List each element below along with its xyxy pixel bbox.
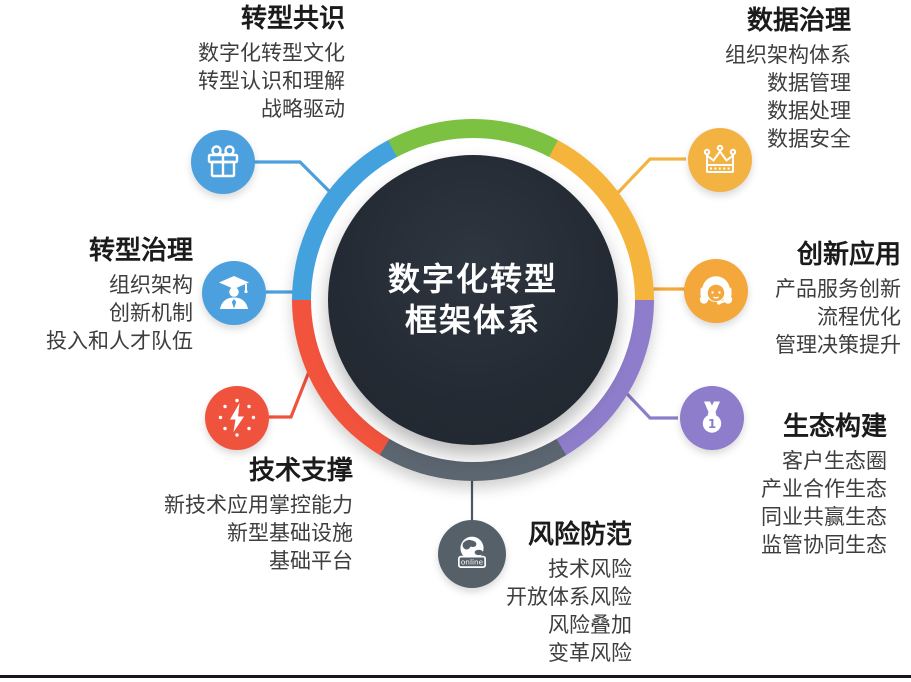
section-item: 转型认识和理解 [198, 69, 345, 93]
section-title: 技术支撑 [248, 456, 353, 486]
section-title: 转型治理 [88, 236, 193, 266]
section-ecosystem-building: 生态构建 客户生态圈 产业合作生态 同业共赢生态 监管协同生态 [761, 412, 887, 559]
section-technology-support: 技术支撑 新技术应用掌控能力 新型基础设施 基础平台 [164, 456, 353, 575]
spark-icon [218, 398, 256, 437]
medal-icon: 1 [702, 401, 722, 433]
section-transformation-consensus: 转型共识 数字化转型文化 转型认识和理解 战略驱动 [198, 4, 345, 123]
section-title: 数据治理 [746, 6, 851, 36]
center-title-line2: 框架体系 [404, 301, 541, 339]
gift-icon [207, 145, 239, 178]
section-item: 数据处理 [767, 99, 851, 123]
section-item: 战略驱动 [261, 97, 345, 121]
connector-data-governance [609, 157, 686, 202]
section-item: 开放体系风险 [506, 585, 632, 609]
section-risk-prevention: 风险防范 技术风险 开放体系风险 风险叠加 变革风险 [506, 520, 632, 667]
section-item: 数字化转型文化 [198, 41, 345, 65]
section-title: 创新应用 [796, 240, 901, 270]
medal-number: 1 [708, 417, 716, 431]
section-innovation-application: 创新应用 产品服务创新 流程优化 管理决策提升 [775, 240, 901, 359]
headset-icon [699, 276, 733, 305]
section-item: 新技术应用掌控能力 [164, 493, 353, 517]
crown-icon [703, 144, 737, 173]
gift-icon-circle [191, 130, 255, 194]
section-item: 变革风险 [548, 641, 632, 665]
section-item: 新型基础设施 [227, 521, 353, 545]
medal-icon-circle: 1 [680, 386, 744, 450]
section-item: 同业共赢生态 [761, 505, 887, 529]
section-item: 风险叠加 [548, 613, 632, 637]
section-title: 转型共识 [240, 4, 345, 34]
section-item: 组织架构 [109, 273, 193, 297]
headset-icon-circle [684, 259, 748, 323]
section-item: 客户生态圈 [782, 449, 887, 473]
section-title: 风险防范 [527, 520, 632, 550]
section-item: 监管协同生态 [761, 533, 887, 557]
online-badge: online [461, 558, 484, 567]
globe-icon-circle: online [438, 520, 506, 588]
center-title-line1: 数字化转型 [387, 260, 558, 298]
section-title: 生态构建 [782, 412, 887, 442]
connector-technology [269, 363, 314, 419]
spark-icon-circle [205, 386, 269, 450]
section-transformation-governance: 转型治理 组织架构 创新机制 投入和人才队伍 [46, 236, 193, 355]
globe-icon: online [458, 536, 486, 568]
section-data-governance: 数据治理 组织架构体系 数据管理 数据处理 数据安全 [725, 6, 851, 153]
section-item: 基础平台 [269, 549, 353, 573]
section-item: 产业合作生态 [761, 477, 887, 501]
section-item: 技术风险 [548, 557, 632, 581]
graduate-icon [219, 276, 249, 309]
section-item: 创新机制 [109, 301, 193, 325]
center-title: 数字化转型 框架体系 [388, 259, 558, 341]
section-item: 投入和人才队伍 [46, 329, 193, 353]
graduate-icon-circle [202, 261, 266, 325]
section-item: 数据管理 [767, 71, 851, 95]
bottom-border-line [0, 675, 911, 678]
section-item: 产品服务创新 [775, 277, 901, 301]
crown-icon-circle [688, 128, 752, 192]
section-item: 组织架构体系 [725, 43, 851, 67]
section-item: 流程优化 [817, 305, 901, 329]
section-item: 管理决策提升 [775, 333, 901, 357]
center-circle: 数字化转型 框架体系 [328, 155, 618, 445]
section-item: 数据安全 [767, 127, 851, 151]
